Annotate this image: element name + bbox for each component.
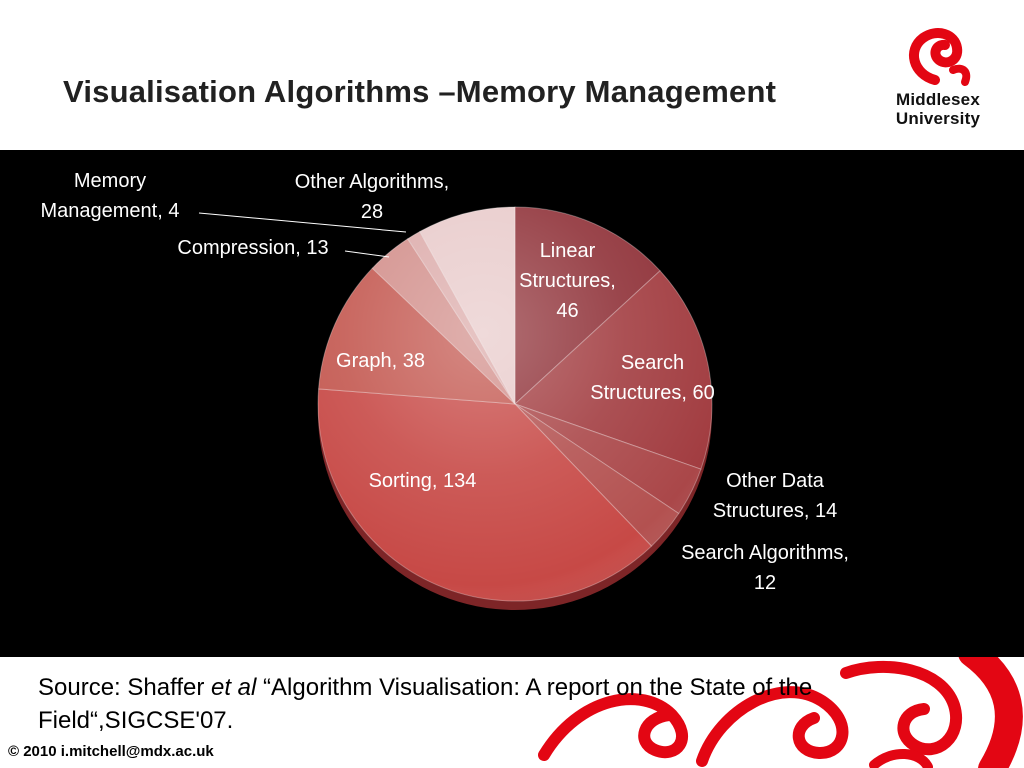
pie-label-linear-structures: Linear Structures, 46 — [519, 240, 616, 322]
chart-area — [0, 150, 1024, 657]
pie-label-search-structures: Search Structures, 60 — [590, 352, 715, 404]
source-citation: Source: Shaffer et al “Algorithm Visuali… — [38, 671, 888, 737]
logo-swirl-icon — [909, 28, 971, 86]
university-logo: Middlesex University — [882, 26, 994, 128]
pie-label-compression: Compression, 13 — [177, 237, 329, 259]
source-prefix: Source: Shaffer — [38, 674, 211, 701]
pie-label-memory-management: Memory Management, 4 — [40, 170, 180, 222]
pie-label-graph: Graph, 38 — [336, 350, 425, 372]
pie-label-search-algorithms: Search Algorithms, 12 — [681, 542, 849, 594]
logo-text-line2: University — [895, 109, 981, 128]
pie-label-sorting: Sorting, 134 — [368, 470, 477, 492]
logo-text-line1: Middlesex — [896, 90, 980, 109]
copyright-text: © 2010 i.mitchell@mdx.ac.uk — [8, 743, 214, 760]
slide-title: Visualisation Algorithms –Memory Managem… — [63, 74, 777, 109]
pie-label-other-algorithms: Other Algorithms, 28 — [294, 171, 450, 223]
source-etal: et al — [211, 674, 257, 701]
source-rest: “Algorithm Visualisation: A report on th… — [38, 674, 813, 734]
pie-label-other-data-structures: Other Data Structures, 14 — [712, 470, 838, 522]
footer-bar: Source: Shaffer et al “Algorithm Visuali… — [0, 657, 1024, 768]
header-bar: Visualisation Algorithms –Memory Managem… — [0, 0, 1024, 150]
